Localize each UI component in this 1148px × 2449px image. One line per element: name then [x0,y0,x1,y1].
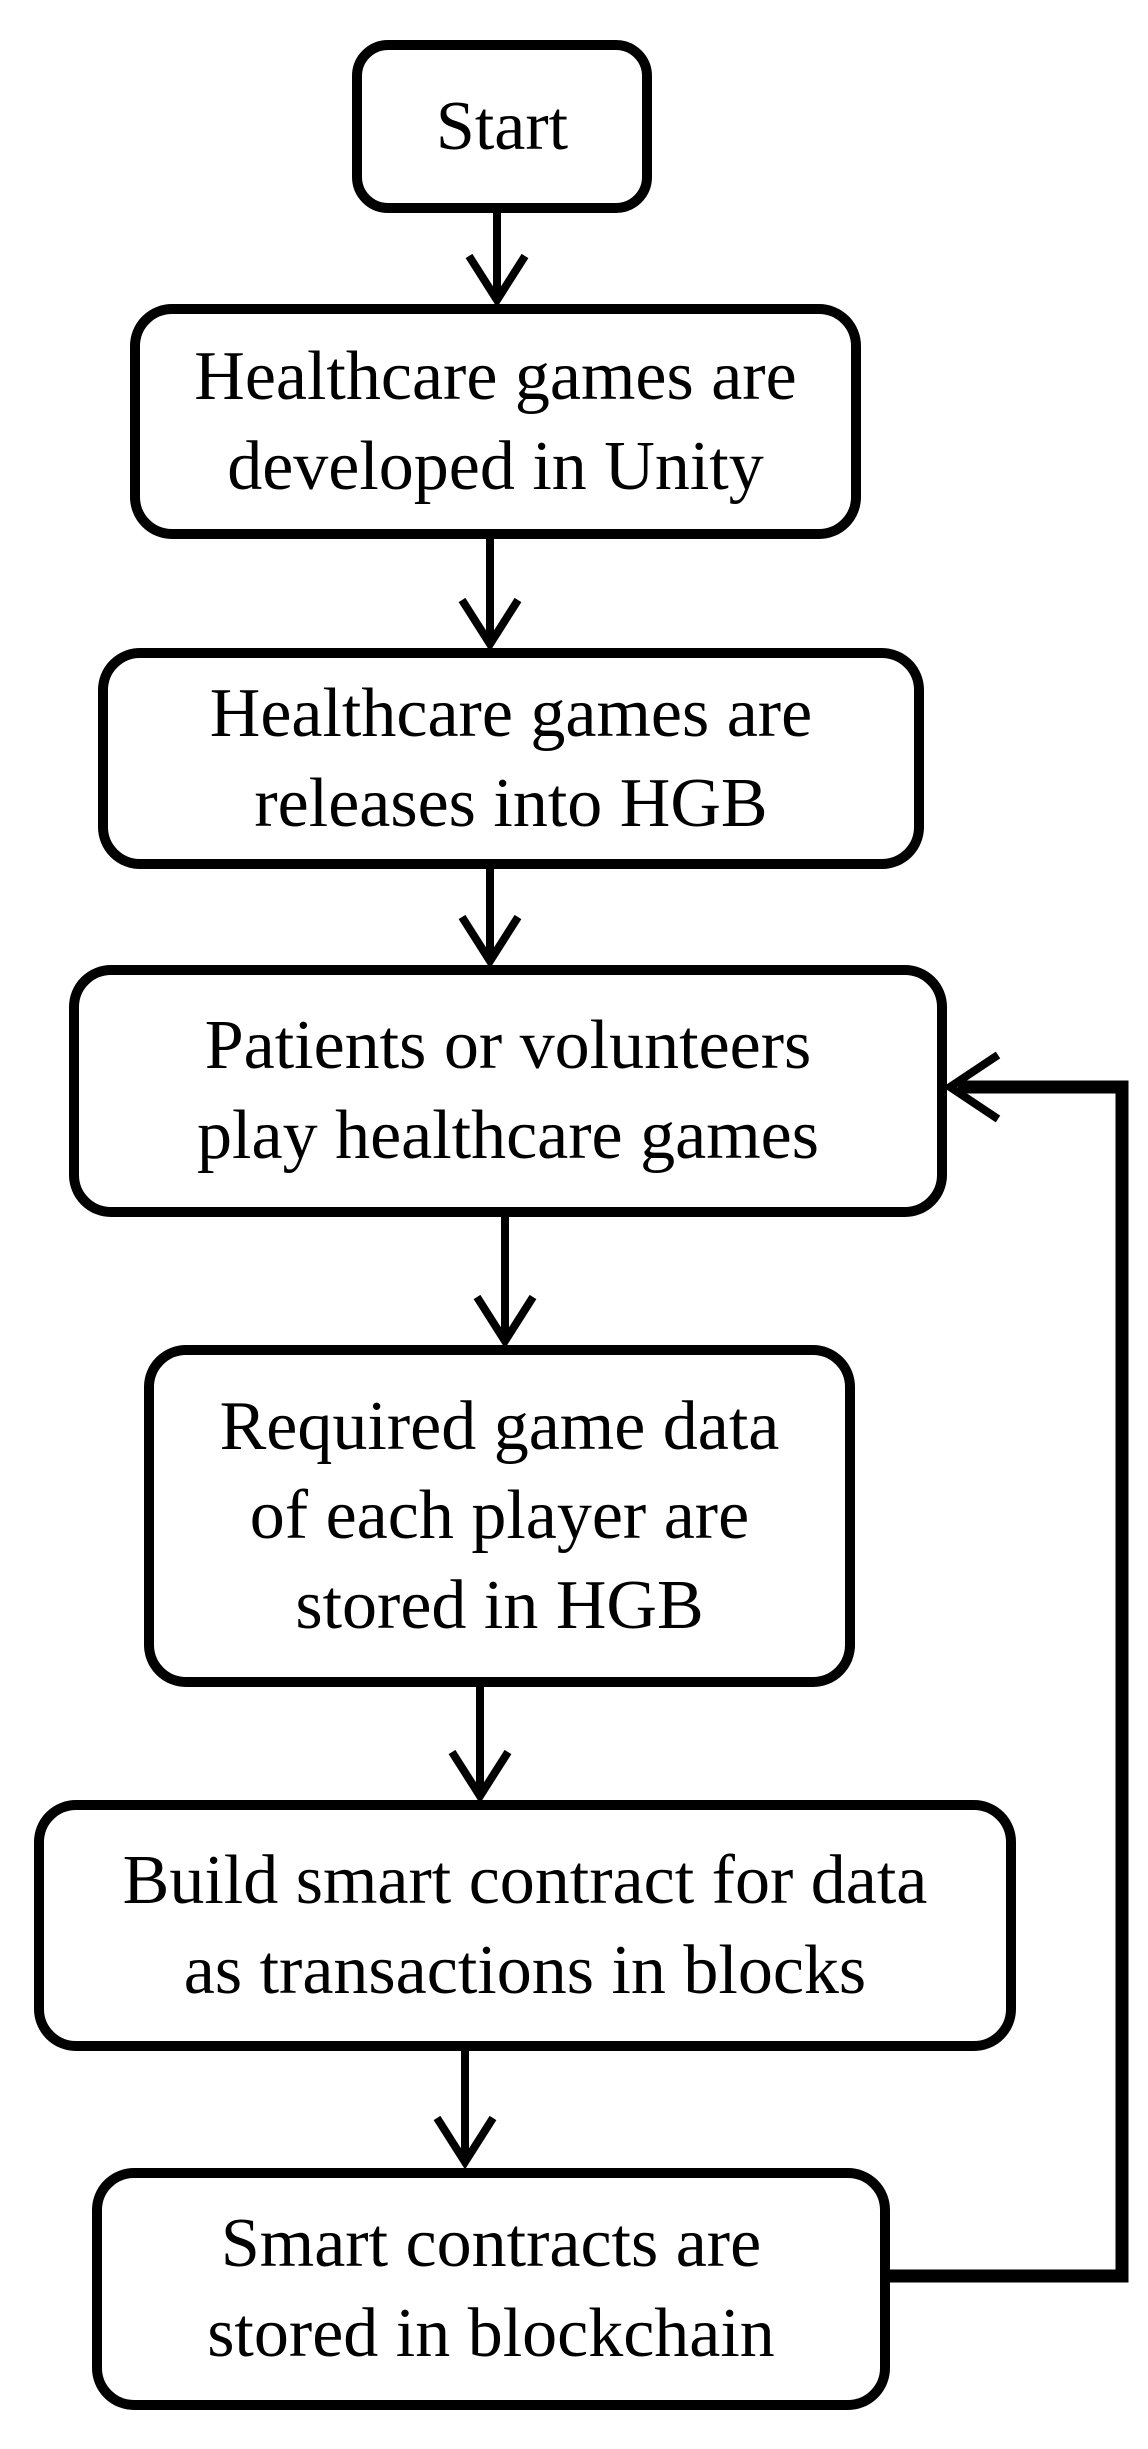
flow-node-store-blockchain-label: Smart contracts are stored in blockchain [207,2205,775,2372]
flow-node-play-games: Patients or volunteers play healthcare g… [69,965,947,1217]
flow-node-build-smart-contract: Build smart contract for data as transac… [34,1800,1016,2051]
flow-node-develop-unity-label: Healthcare games are developed in Unity [194,337,797,505]
flow-node-store-blockchain: Smart contracts are stored in blockchain [92,2168,890,2410]
flow-node-start-label: Start [435,87,569,165]
arrow-build-to-store [433,2051,497,2170]
flow-node-start: Start [352,40,652,213]
flow-node-game-data-stored: Required game data of each player are st… [144,1345,855,1687]
flow-node-game-data-stored-label: Required game data of each player are st… [219,1387,780,1644]
flow-node-build-smart-contract-label: Build smart contract for data as transac… [122,1841,928,2009]
arrow-play-to-data [473,1217,537,1349]
arrow-start-to-develop [465,213,529,308]
flow-node-release-hgb-label: Healthcare games are releases into HGB [209,674,813,842]
arrow-develop-to-release [458,539,522,652]
arrow-data-to-build [448,1687,512,1804]
flow-node-develop-unity: Healthcare games are developed in Unity [130,304,861,539]
flow-node-play-games-label: Patients or volunteers play healthcare g… [197,1007,819,1174]
feedback-arrow-store-to-play [890,1051,1129,2283]
flow-node-release-hgb: Healthcare games are releases into HGB [98,648,924,869]
arrow-release-to-play [458,869,522,969]
